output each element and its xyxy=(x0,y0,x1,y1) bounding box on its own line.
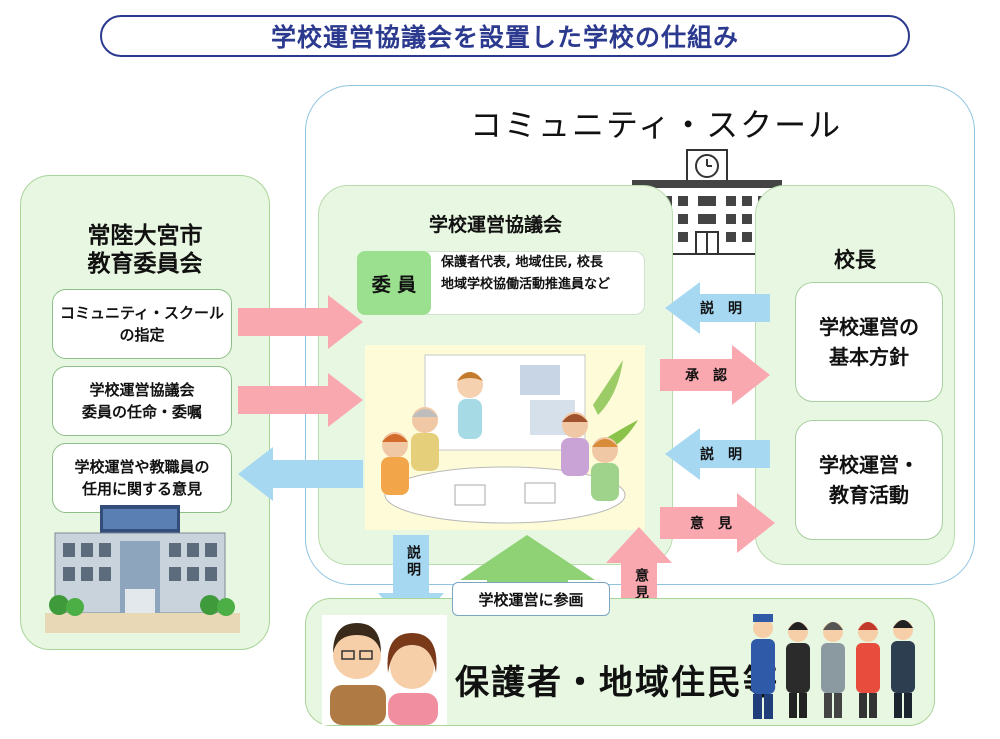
designation-box: コミュニティ・スクールの指定 xyxy=(52,289,232,359)
city-hall-building-icon xyxy=(45,505,240,633)
explain-down-label: 説明 xyxy=(405,545,421,579)
parents-icon xyxy=(322,615,447,725)
community-workers-icon xyxy=(751,614,915,719)
residents-title: 保護者・地域住民等 xyxy=(455,663,779,703)
community-school-title: コミュニティ・スクール xyxy=(470,106,843,144)
appointment-box: 学校運営協議会委員の任命・委嘱 xyxy=(52,366,232,436)
meeting-scene-icon xyxy=(381,354,638,524)
principal-title: 校長 xyxy=(834,248,876,272)
explain-top-arrow xyxy=(665,282,770,334)
opinion-right-arrow xyxy=(660,493,775,553)
member-badge: 委 員 xyxy=(357,251,431,315)
opinion-up-label: 意見 xyxy=(633,568,649,602)
basic-policy-box: 学校運営の基本方針 xyxy=(795,282,943,402)
participation-label: 学校運営に参画 xyxy=(452,582,610,616)
education-activities-box: 学校運営・教育活動 xyxy=(795,420,943,540)
explain-mid-arrow xyxy=(665,428,770,480)
approve-arrow xyxy=(660,345,770,405)
member-description: 保護者代表, 地域住民, 校長 地域学校協働活動推進員など xyxy=(420,251,645,315)
diagram-title: 学校運営協議会を設置した学校の仕組み xyxy=(100,15,910,57)
opinion-to-board-arrow xyxy=(238,447,363,501)
designation-arrow xyxy=(238,295,363,349)
board-of-education-title: 常陸大宮市 教育委員会 xyxy=(87,223,203,277)
opinion-right-label: 意 見 xyxy=(690,516,732,532)
council-title: 学校運営協議会 xyxy=(428,214,562,236)
meeting-illustration xyxy=(365,345,645,530)
approve-label: 承 認 xyxy=(685,368,727,384)
explain-mid-label: 説 明 xyxy=(700,447,742,463)
opinion-box: 学校運営や教職員の任用に関する意見 xyxy=(52,443,232,513)
explain-top-label: 説 明 xyxy=(700,301,742,317)
appointment-arrow xyxy=(238,373,363,427)
